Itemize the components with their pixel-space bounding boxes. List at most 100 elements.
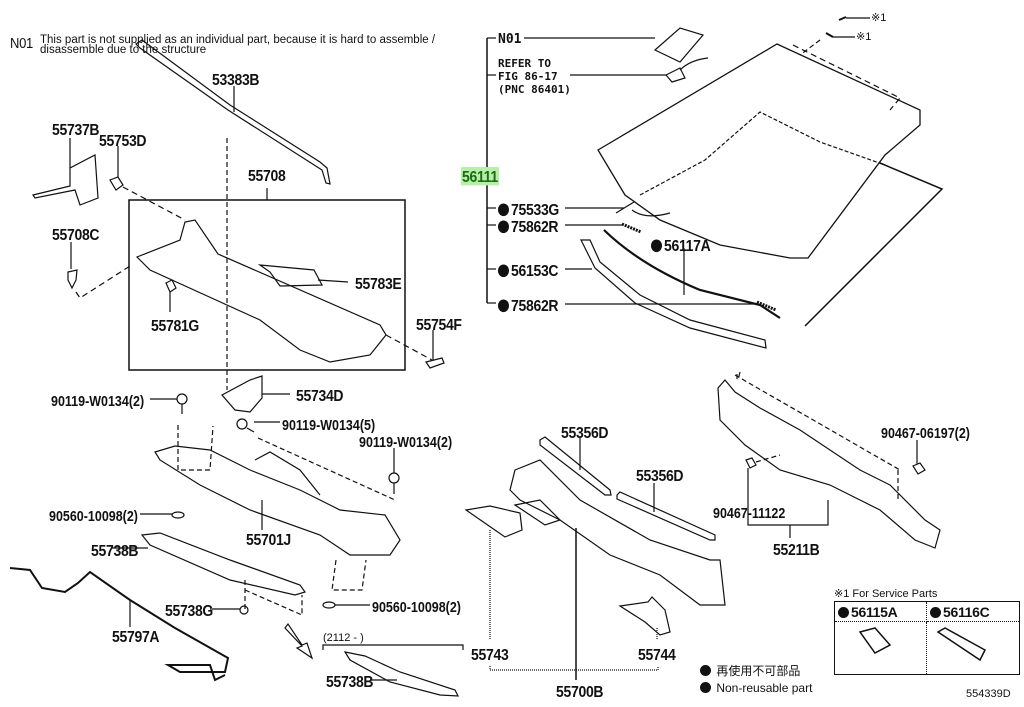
- nonreusable-dot-icon: [700, 682, 711, 693]
- clip-90467-11122-drawing: [745, 457, 757, 469]
- note-text-line2: disassemble due to the structure: [40, 44, 207, 56]
- part-label-55700b[interactable]: 55700B: [556, 682, 604, 701]
- part-55753d-drawing: [109, 176, 124, 191]
- part-56117a-drawing: [603, 229, 781, 319]
- nonreusable-dot-icon: [838, 607, 849, 618]
- legend-english: Non-reusable part: [700, 680, 812, 697]
- part-label-55781g[interactable]: 55781G: [151, 316, 200, 335]
- part-label-55754f[interactable]: 55754F: [416, 315, 462, 334]
- service-part-image-56116c: [927, 622, 1019, 674]
- part-label-56153c[interactable]: 56153C: [498, 261, 559, 279]
- part-label-90119-w0134-center[interactable]: 90119-W0134(5): [282, 417, 376, 434]
- part-label-90560-10098-left[interactable]: 90560-10098(2): [49, 508, 138, 525]
- part-label-53383b[interactable]: 53383B: [212, 70, 260, 89]
- bolt-90119-left-drawing: [150, 393, 188, 414]
- nonreusable-dot-icon: [498, 203, 509, 217]
- part-55734d-drawing: [221, 375, 263, 413]
- part-55701j-drawing: [154, 445, 401, 556]
- part-55737b-drawing: [32, 154, 99, 206]
- part-56153c-drawing: [580, 239, 767, 349]
- part-55797a-drawing: [9, 567, 230, 682]
- legend: 再使用不可部品 Non-reusable part: [700, 663, 812, 697]
- note-code: N01: [10, 34, 33, 52]
- washer-90560-left: [171, 511, 185, 519]
- legend-japanese: 再使用不可部品: [700, 663, 812, 680]
- part-label-55356d-left[interactable]: 55356D: [561, 423, 609, 442]
- part-55738g-drawing: [239, 605, 249, 615]
- clip-90467-06197-drawing: [912, 462, 926, 475]
- part-label-90467-11122[interactable]: 90467-11122: [713, 505, 786, 522]
- service-parts-title: ※1 For Service Parts: [834, 588, 938, 600]
- part-55738b-drawing: [140, 532, 306, 596]
- washer-90560-right: [322, 601, 336, 609]
- refer-to-fig-link[interactable]: FIG 86-17: [498, 70, 558, 83]
- nonreusable-dot-icon: [498, 299, 509, 313]
- part-label-n01[interactable]: N01: [498, 32, 522, 47]
- part-label-90119-w0134-right[interactable]: 90119-W0134(2): [359, 434, 453, 451]
- part-label-56111[interactable]: 56111: [461, 167, 499, 186]
- service-part-cell[interactable]: 56116C: [927, 602, 1019, 622]
- windshield-glass-drawing: [597, 43, 921, 259]
- part-53383b-drawing: [135, 39, 331, 185]
- refer-to-pnc: (PNC 86401): [498, 83, 571, 96]
- part-55738b-lower-drawing: [343, 651, 459, 697]
- part-label-55701j[interactable]: 55701J: [246, 530, 291, 549]
- part-label-75862r-upper[interactable]: 75862R: [498, 217, 559, 236]
- sensor-drawing: [665, 57, 709, 83]
- part-55356d-left-drawing: [539, 436, 612, 496]
- part-label-55211b[interactable]: 55211B: [773, 540, 820, 559]
- note-text-line1: This part is not supplied as an individu…: [40, 34, 436, 46]
- part-55754f-drawing: [425, 357, 445, 369]
- service-marker-1: ※1: [871, 12, 887, 24]
- part-55356d-right-drawing: [616, 491, 716, 541]
- refer-to-line1: REFER TO: [498, 57, 551, 70]
- part-label-55708[interactable]: 55708: [248, 166, 286, 185]
- part-label-75533g[interactable]: 75533G: [498, 200, 559, 218]
- part-label-90467-06197[interactable]: 90467-06197(2): [881, 425, 970, 442]
- part-label-55797a[interactable]: 55797A: [112, 627, 160, 646]
- nonreusable-dot-icon: [700, 665, 711, 676]
- nonreusable-dot-icon: [651, 239, 662, 253]
- part-label-55738b[interactable]: 55738B: [91, 541, 139, 560]
- figure-number: 554339D: [966, 688, 1011, 700]
- part-n01-drawing: [653, 27, 705, 63]
- service-part-56115a-drawing: [858, 627, 892, 654]
- part-code: 75862R: [511, 296, 559, 315]
- service-part-label-56115a[interactable]: 56115A: [835, 602, 898, 620]
- part-code: 56115A: [851, 604, 898, 620]
- part-label-55737b[interactable]: 55737B: [52, 120, 100, 139]
- part-label-55743[interactable]: 55743: [471, 645, 509, 664]
- part-label-90560-10098-right[interactable]: 90560-10098(2): [372, 599, 461, 616]
- part-label-55708c[interactable]: 55708C: [52, 225, 100, 244]
- service-part-image-56115a: [835, 622, 927, 674]
- part-label-55753d[interactable]: 55753D: [99, 131, 147, 150]
- part-55743-drawing: [464, 505, 523, 538]
- part-55708c-drawing: [67, 269, 78, 290]
- legend-text-jp: 再使用不可部品: [716, 664, 801, 678]
- part-code: 56116C: [943, 604, 990, 620]
- part-label-55783e[interactable]: 55783E: [355, 274, 402, 293]
- part-label-90119-w0134-left[interactable]: 90119-W0134(2): [51, 393, 145, 410]
- bolt-90119-center-drawing: [236, 418, 280, 433]
- part-label-56117a[interactable]: 56117A: [651, 236, 711, 254]
- part-label-55744[interactable]: 55744: [638, 645, 676, 664]
- part-code: 75533G: [511, 200, 560, 219]
- nonreusable-dot-icon: [498, 220, 509, 234]
- legend-text-en: Non-reusable part: [716, 681, 813, 695]
- part-55700b-drawing: [509, 459, 726, 606]
- part-label-55356d-right[interactable]: 55356D: [636, 466, 684, 485]
- part-label-75862r-lower[interactable]: 75862R: [498, 296, 559, 315]
- service-part-cell[interactable]: 56115A: [835, 602, 927, 622]
- part-code: 75862R: [511, 217, 559, 236]
- service-part-56116c-drawing: [936, 627, 986, 662]
- part-label-55738g[interactable]: 55738G: [165, 601, 214, 620]
- direction-arrow: [284, 622, 314, 660]
- part-label-55734d[interactable]: 55734D: [296, 386, 344, 405]
- part-label-55738b-lower[interactable]: 55738B: [326, 672, 374, 691]
- service-part-label-56116c[interactable]: 56116C: [927, 602, 990, 620]
- nonreusable-dot-icon: [930, 607, 941, 618]
- date-range-label: (2112 - ): [323, 632, 364, 644]
- part-55211b-drawing: [717, 379, 941, 549]
- part-55708-drawing: [135, 219, 387, 363]
